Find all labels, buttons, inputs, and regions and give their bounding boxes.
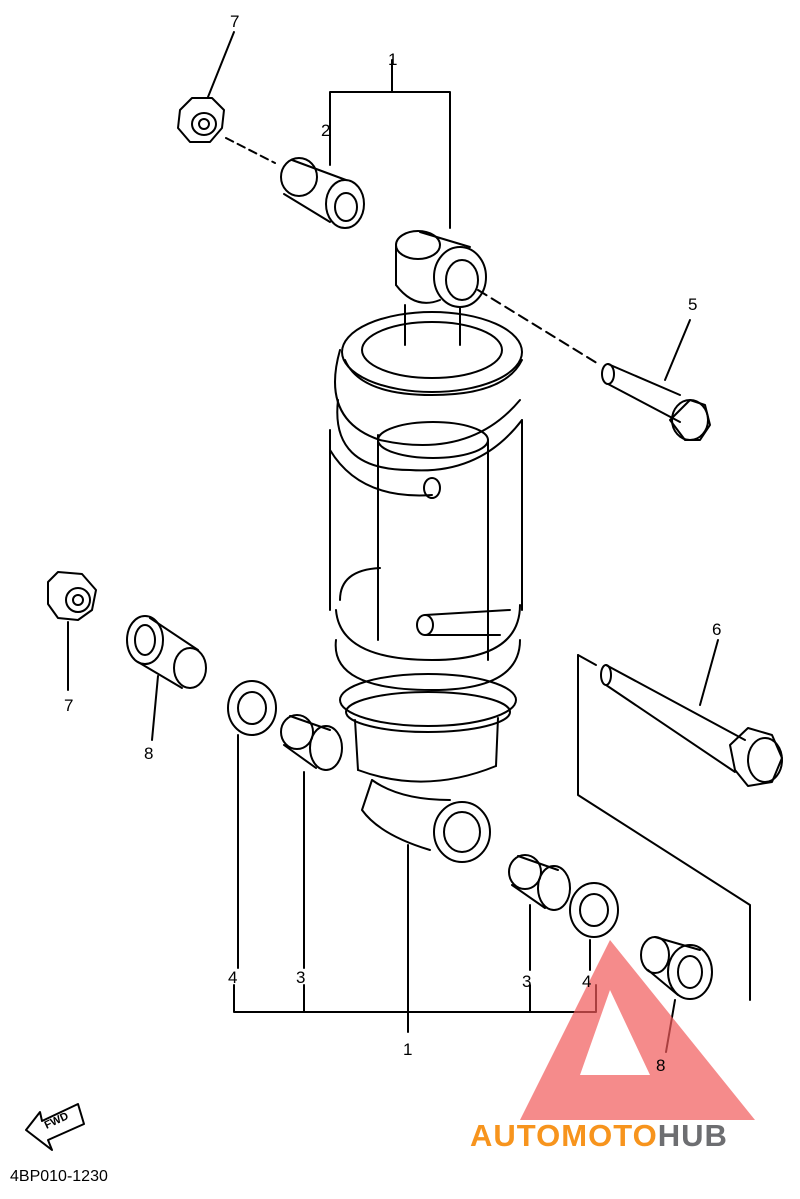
callout-3-right: 3	[522, 972, 532, 991]
part-7-nut-top	[177, 31, 276, 164]
callout-4-left: 4	[228, 968, 238, 987]
part-2-collar	[280, 141, 365, 229]
callout-4-right: 4	[582, 972, 592, 991]
callout-8-right: 8	[656, 1056, 666, 1075]
shock-absorber	[329, 230, 523, 863]
part-8-collar-left	[126, 615, 207, 741]
watermark-text-automoto: AUTOMOTO	[470, 1118, 658, 1153]
part-3-collar-left	[280, 714, 343, 771]
callout-7-top: 7	[230, 12, 240, 31]
callout-2: 2	[321, 121, 331, 140]
callout-1-bottom: 1	[403, 1040, 413, 1059]
part-4-washer-right	[569, 882, 619, 938]
bottom-assembly-bracket	[233, 734, 597, 1033]
diagram-code: 4BP010-1230	[10, 1168, 108, 1185]
watermark-text: AUTOMOTOHUB	[470, 1118, 728, 1154]
watermark-text-hub: HUB	[657, 1118, 728, 1153]
top-assembly-bracket	[329, 59, 451, 229]
callout-1-top: 1	[388, 50, 398, 69]
callout-3-left: 3	[296, 968, 306, 987]
watermark-logo-icon	[520, 940, 755, 1120]
callout-8-left: 8	[144, 744, 154, 763]
part-7-nut-left	[47, 571, 97, 691]
part-6-bolt	[577, 639, 783, 1001]
fwd-arrow-icon	[25, 1103, 85, 1151]
part-5-bolt	[477, 289, 711, 441]
callout-7-left: 7	[64, 696, 74, 715]
part-3-collar-right	[508, 854, 571, 911]
part-4-washer-left	[227, 680, 277, 736]
callout-5: 5	[688, 295, 698, 314]
callout-6: 6	[712, 620, 722, 639]
